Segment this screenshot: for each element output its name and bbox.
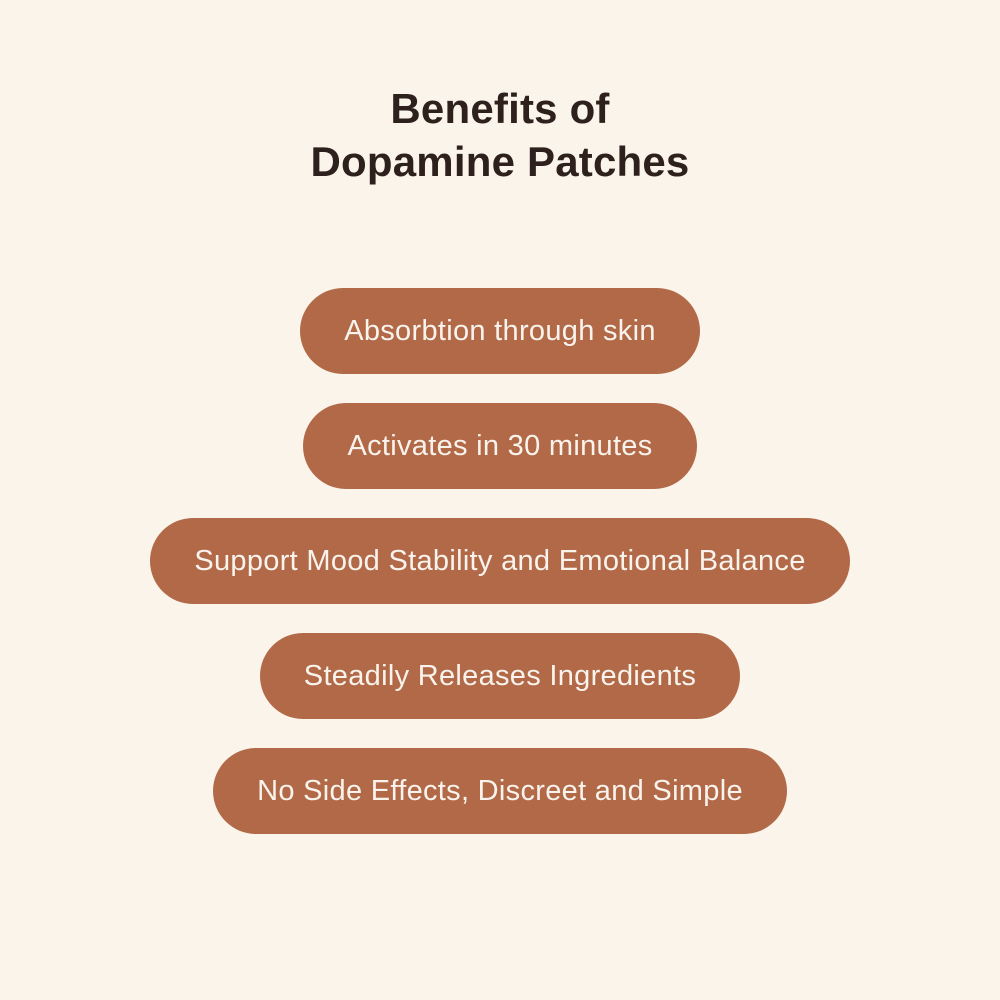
benefit-pill-steady-release: Steadily Releases Ingredients: [259, 633, 741, 720]
benefit-pill-no-side-effects: No Side Effects, Discreet and Simple: [213, 748, 787, 835]
benefit-pill-label: Steadily Releases Ingredients: [303, 659, 697, 692]
benefits-list: Absorbtion through skin Activates in 30 …: [150, 288, 850, 835]
benefit-pill-absorption: Absorbtion through skin: [300, 288, 700, 375]
page-title-line-2: Dopamine Patches: [310, 138, 690, 185]
benefit-pill-activation-time: Activates in 30 minutes: [303, 403, 697, 490]
benefit-pill-label: No Side Effects, Discreet and Simple: [257, 774, 743, 807]
page-title: Benefits of Dopamine Patches: [311, 82, 690, 188]
page-title-line-1: Benefits of: [390, 85, 610, 132]
benefit-pill-label: Activates in 30 minutes: [347, 429, 653, 462]
benefit-pill-label: Absorbtion through skin: [344, 314, 656, 347]
benefit-pill-mood-stability: Support Mood Stability and Emotional Bal…: [150, 518, 850, 605]
benefit-pill-label: Support Mood Stability and Emotional Bal…: [194, 544, 806, 577]
